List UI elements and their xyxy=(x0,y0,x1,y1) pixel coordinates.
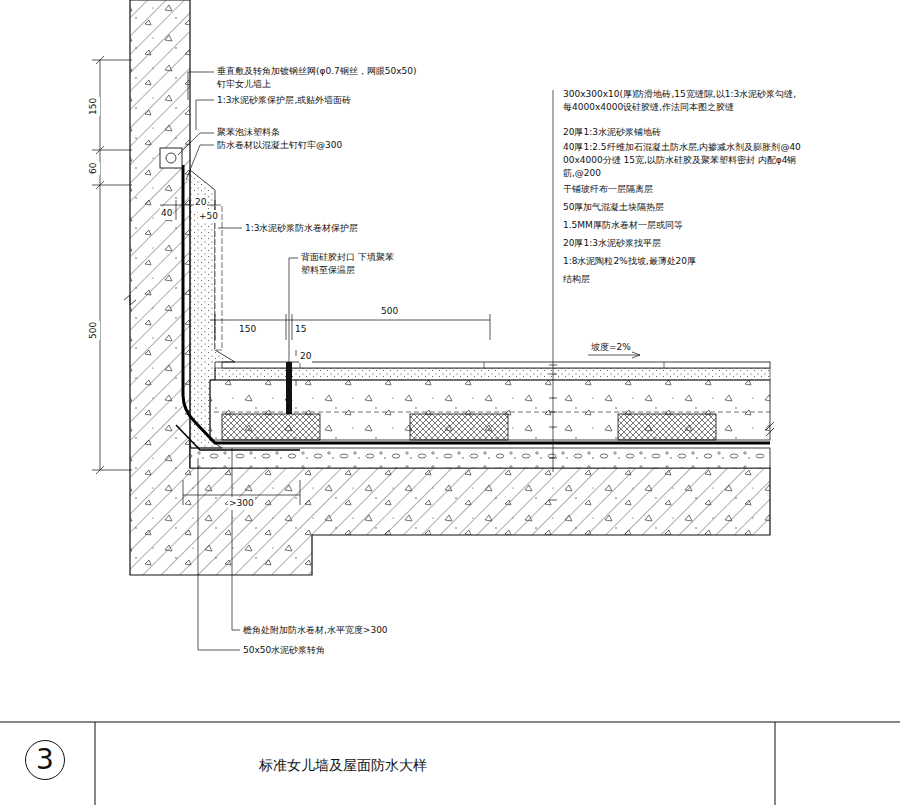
ceramsite-layer xyxy=(190,448,770,468)
drawing-title: 标准女儿墙及屋面防水大样 xyxy=(258,755,428,775)
concrete-fill xyxy=(210,380,770,440)
corner-fillet xyxy=(190,440,191,468)
note: 50x50水泥砂浆转角 xyxy=(242,644,404,657)
callout-number: 3 xyxy=(36,746,54,774)
dimension-ticks xyxy=(96,56,104,474)
dimension: >300 xyxy=(228,497,255,510)
layer-note: 50厚加气混凝土块隔热层 xyxy=(562,201,804,214)
note: 防水卷材以混凝土钉钉牢@300 xyxy=(216,139,378,152)
vertical-dimension xyxy=(92,60,132,470)
dimension: 20 xyxy=(299,350,312,363)
small-dimension xyxy=(296,350,297,386)
leader-lines xyxy=(178,72,557,650)
dimension: 150 xyxy=(238,323,257,336)
dimension: 500 xyxy=(380,305,399,318)
layer-ticks xyxy=(549,365,557,500)
dimension: 15 xyxy=(294,323,307,336)
note: 垂直敷及转角加镀钢丝网(φ0.7钢丝，网眼50x50) 钉牢女儿墙上 xyxy=(216,65,423,91)
dimensions xyxy=(92,56,640,505)
title-divider xyxy=(95,722,96,805)
note: 1:3水泥砂浆防水卷材保护层 xyxy=(244,222,406,235)
concrete-layer xyxy=(210,380,770,440)
leader xyxy=(198,458,240,650)
note: 背面硅胶封口 下填聚苯塑料至保温层 xyxy=(300,251,400,277)
wall-tile-facing xyxy=(215,205,222,350)
layer-note: 1.5MM厚防水卷材一层或同等 xyxy=(562,219,804,232)
leader xyxy=(218,228,242,229)
title-block xyxy=(0,722,900,805)
layer-leader xyxy=(553,90,554,472)
foam-groove xyxy=(160,148,182,168)
insulation-block xyxy=(222,414,320,440)
note: 1:3水泥砂浆保护层,或贴外墙面砖 xyxy=(216,94,418,107)
layer-note: 20厚1:3水泥砂浆找平层 xyxy=(562,237,804,250)
wall-and-slab xyxy=(130,0,770,575)
dimension: 20 xyxy=(194,196,207,209)
note: 聚苯泡沫塑料条 xyxy=(216,126,338,139)
leader xyxy=(289,258,298,365)
dimension: 150 xyxy=(87,97,100,116)
layer-note: 20厚1:3水泥砂浆铺地砖 xyxy=(562,126,804,139)
slope-label: 坡度=2% xyxy=(590,341,632,354)
leader xyxy=(196,100,214,130)
structure xyxy=(124,0,770,575)
title-border xyxy=(0,721,900,722)
layer-note: 干铺玻纤布一层隔离层 xyxy=(562,183,804,196)
dimension: +50 xyxy=(198,210,219,223)
insulation-block xyxy=(618,414,716,440)
additional-membrane xyxy=(176,425,300,450)
dimension: 40 xyxy=(160,207,173,220)
leveling-layer xyxy=(190,448,770,468)
leader xyxy=(188,72,214,100)
isolation-layer xyxy=(214,412,770,413)
foam-strip xyxy=(166,153,176,163)
concrete-aggregate xyxy=(130,0,770,575)
layer-note: 1:8水泥陶粒2%找坡,最薄处20厚 xyxy=(562,255,804,268)
layer-note: 结构层 xyxy=(562,273,804,286)
dimension: 500 xyxy=(87,321,100,340)
leader xyxy=(232,448,240,630)
note: 檐角处附加防水卷材,水平宽度>300 xyxy=(242,624,464,637)
tile-joints xyxy=(300,362,664,368)
break-mark xyxy=(766,422,774,436)
title-divider xyxy=(775,722,776,805)
insulation-block xyxy=(410,414,508,440)
mortar-layer xyxy=(215,368,770,380)
layer-note: 300x300x10(厚)防滑地砖,15宽缝隙,以1:3水泥砂浆勾缝,每4000… xyxy=(562,88,804,114)
dimension: 60 xyxy=(87,162,100,175)
leader xyxy=(186,145,214,180)
protective-mortar xyxy=(190,170,235,448)
detail-number-circle: 3 xyxy=(25,740,65,780)
break-mark xyxy=(124,295,136,305)
layer-note: 40厚1:2.5纤维加石混凝土防水层,内掺减水剂及膨胀剂@4000x4000分缝… xyxy=(562,141,804,180)
sealant-joint xyxy=(286,362,292,414)
horizontal-dimension xyxy=(210,314,490,340)
leader xyxy=(178,133,214,155)
